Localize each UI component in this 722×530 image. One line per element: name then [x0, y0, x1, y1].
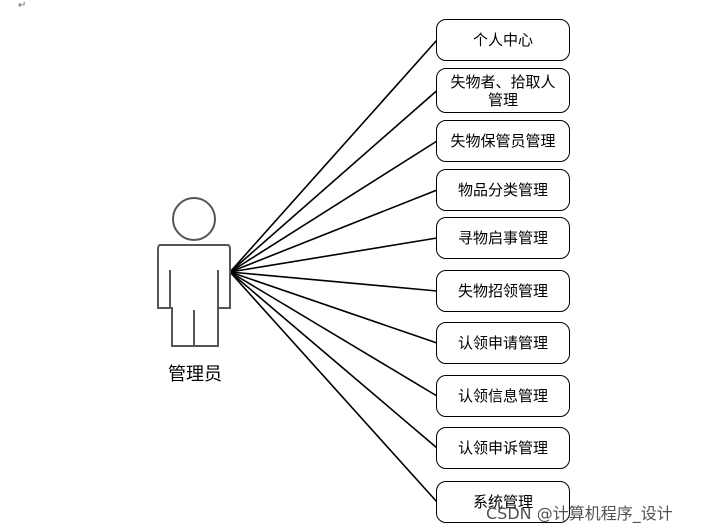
use-case-node: 失物者、拾取人管理 — [436, 68, 570, 113]
use-case-label: 系统管理 — [472, 493, 533, 511]
use-case-label: 认领申诉管理 — [457, 439, 548, 457]
association-line — [229, 271, 438, 344]
use-case-node: 寻物启事管理 — [436, 217, 570, 259]
use-case-label: 寻物启事管理 — [457, 229, 548, 247]
use-case-node: 个人中心 — [436, 19, 570, 61]
association-lines — [229, 39, 438, 503]
association-line — [229, 189, 438, 273]
use-case-node: 系统管理 — [436, 481, 570, 523]
watermark: CSDN @计算机程序_设计 — [486, 504, 673, 523]
use-case-label: 认领信息管理 — [457, 387, 548, 405]
use-case-label: 失物招领管理 — [457, 282, 548, 300]
use-case-node: 认领申诉管理 — [436, 427, 570, 469]
use-case-label: 物品分类管理 — [457, 181, 548, 199]
use-case-label: 失物保管员管理 — [450, 132, 556, 150]
association-line — [229, 237, 438, 273]
use-case-label: 认领申请管理 — [457, 334, 548, 352]
association-line — [229, 140, 438, 273]
use-case-node: 失物招领管理 — [436, 270, 570, 312]
actor-label: 管理员 — [168, 364, 222, 385]
association-line — [229, 39, 438, 273]
association-line — [229, 271, 438, 503]
use-case-label: 个人中心 — [472, 31, 533, 49]
use-case-label: 失物者、拾取人管理 — [450, 72, 556, 109]
use-case-node: 认领信息管理 — [436, 375, 570, 417]
use-case-node: 失物保管员管理 — [436, 120, 570, 162]
association-line — [229, 89, 438, 273]
association-line — [229, 271, 438, 397]
association-line — [229, 271, 438, 292]
paragraph-mark: ↵ — [18, 0, 27, 11]
use-case-node: 物品分类管理 — [436, 169, 570, 211]
person-icon — [157, 197, 231, 347]
use-case-node: 认领申请管理 — [436, 322, 570, 364]
association-line — [229, 271, 438, 449]
